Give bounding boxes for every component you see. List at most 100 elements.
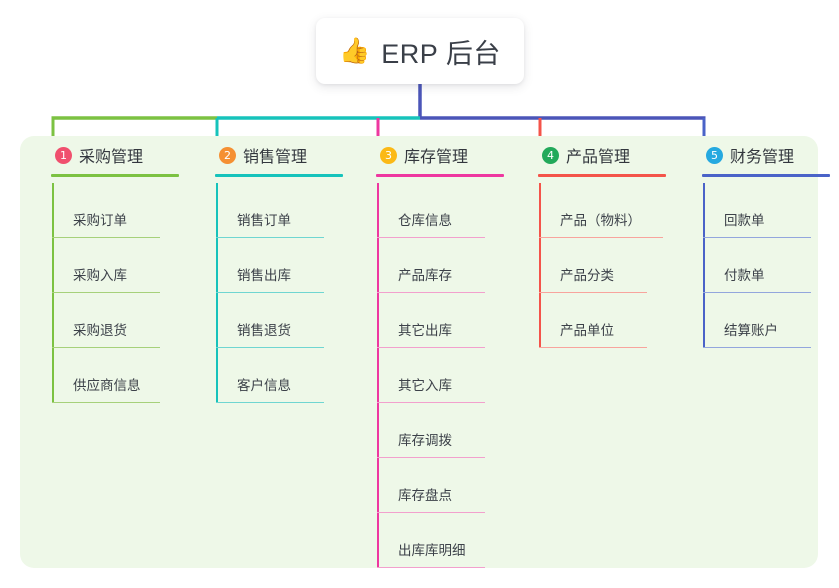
branch-number-badge: 3 bbox=[380, 146, 397, 164]
branch-item[interactable]: 库存盘点 bbox=[363, 458, 528, 513]
branch-number-badge: 4 bbox=[542, 146, 559, 164]
branch-item-underline bbox=[377, 401, 485, 403]
branch-item[interactable]: 其它入库 bbox=[363, 348, 528, 403]
branch-item-label: 库存盘点 bbox=[398, 488, 452, 503]
branch-item-label: 销售出库 bbox=[237, 268, 291, 283]
branch-item-underline bbox=[216, 401, 324, 403]
branch-underline bbox=[376, 174, 504, 177]
branch-item-list: 采购订单采购入库采购退货供应商信息 bbox=[38, 183, 203, 403]
root-node-card[interactable]: 👍 ERP 后台 bbox=[316, 18, 524, 84]
branch-item-underline bbox=[52, 236, 160, 238]
branch-item[interactable]: 供应商信息 bbox=[38, 348, 203, 403]
branch-item-label: 产品库存 bbox=[398, 268, 452, 283]
branch-item-list: 销售订单销售出库销售退货客户信息 bbox=[202, 183, 367, 403]
branch-header-5[interactable]: 5 财务管理 bbox=[689, 136, 839, 174]
branch-item-underline bbox=[216, 236, 324, 238]
branch-column-3: 3 库存管理仓库信息产品库存其它出库其它入库库存调拨库存盘点出库库明细 bbox=[363, 136, 528, 568]
branch-item[interactable]: 回款单 bbox=[689, 183, 839, 238]
branch-item-label: 产品分类 bbox=[560, 268, 614, 283]
branch-spine bbox=[539, 183, 541, 348]
branch-item-underline bbox=[703, 346, 811, 348]
branch-item-label: 供应商信息 bbox=[73, 378, 141, 393]
branch-item-underline bbox=[52, 291, 160, 293]
branch-item-list: 回款单付款单结算账户 bbox=[689, 183, 839, 348]
branch-item-label: 库存调拨 bbox=[398, 433, 452, 448]
branch-header-1[interactable]: 1 采购管理 bbox=[38, 136, 203, 174]
diagram-panel bbox=[20, 136, 818, 568]
branch-underline bbox=[51, 174, 179, 177]
branch-item[interactable]: 采购入库 bbox=[38, 238, 203, 293]
branch-spine bbox=[52, 183, 54, 403]
branch-item-underline bbox=[377, 566, 485, 568]
branch-item-label: 采购退货 bbox=[73, 323, 127, 338]
branch-item-label: 采购入库 bbox=[73, 268, 127, 283]
branch-item-label: 其它入库 bbox=[398, 378, 452, 393]
branch-item-underline bbox=[539, 346, 647, 348]
branch-item-underline bbox=[703, 291, 811, 293]
branch-header-2[interactable]: 2 销售管理 bbox=[202, 136, 367, 174]
branch-item-list: 产品（物料） 产品分类产品单位 bbox=[525, 183, 690, 348]
branch-item-underline bbox=[377, 511, 485, 513]
branch-spine bbox=[377, 183, 379, 568]
branch-item-underline bbox=[52, 401, 160, 403]
branch-header-4[interactable]: 4 产品管理 bbox=[525, 136, 690, 174]
thumbs-up-icon: 👍 bbox=[339, 36, 371, 65]
branch-item-underline bbox=[377, 236, 485, 238]
branch-item[interactable]: 仓库信息 bbox=[363, 183, 528, 238]
branch-item-label: 回款单 bbox=[724, 213, 765, 228]
branch-title: 销售管理 bbox=[243, 149, 308, 166]
branch-underline bbox=[702, 174, 830, 177]
branch-item-label: 销售退货 bbox=[237, 323, 291, 338]
branch-item-label: 出库库明细 bbox=[398, 543, 466, 558]
branch-column-4: 4 产品管理产品（物料） 产品分类产品单位 bbox=[525, 136, 690, 348]
branch-item[interactable]: 采购订单 bbox=[38, 183, 203, 238]
branch-header-3[interactable]: 3 库存管理 bbox=[363, 136, 528, 174]
branch-item[interactable]: 结算账户 bbox=[689, 293, 839, 348]
branch-item[interactable]: 出库库明细 bbox=[363, 513, 528, 568]
branch-item-label: 销售订单 bbox=[237, 213, 291, 228]
branch-item[interactable]: 产品（物料） bbox=[525, 183, 690, 238]
branch-item[interactable]: 产品单位 bbox=[525, 293, 690, 348]
branch-item-label: 产品（物料） bbox=[560, 213, 641, 228]
branch-item[interactable]: 库存调拨 bbox=[363, 403, 528, 458]
branch-item-label: 采购订单 bbox=[73, 213, 127, 228]
branch-column-1: 1 采购管理采购订单采购入库采购退货供应商信息 bbox=[38, 136, 203, 403]
branch-item[interactable]: 销售订单 bbox=[202, 183, 367, 238]
branch-item[interactable]: 销售出库 bbox=[202, 238, 367, 293]
branch-title: 采购管理 bbox=[79, 149, 144, 166]
branch-column-2: 2 销售管理销售订单销售出库销售退货客户信息 bbox=[202, 136, 367, 403]
branch-item[interactable]: 采购退货 bbox=[38, 293, 203, 348]
branch-column-5: 5 财务管理回款单付款单结算账户 bbox=[689, 136, 839, 348]
branch-underline bbox=[538, 174, 666, 177]
branch-number-badge: 2 bbox=[219, 146, 236, 164]
branch-item[interactable]: 产品库存 bbox=[363, 238, 528, 293]
branch-title: 库存管理 bbox=[404, 149, 469, 166]
branch-item-underline bbox=[216, 346, 324, 348]
branch-item-underline bbox=[52, 346, 160, 348]
branch-item[interactable]: 其它出库 bbox=[363, 293, 528, 348]
branch-item-underline bbox=[377, 456, 485, 458]
branch-item-label: 产品单位 bbox=[560, 323, 614, 338]
branch-spine bbox=[703, 183, 705, 348]
branch-title: 产品管理 bbox=[566, 149, 631, 166]
branch-spine bbox=[216, 183, 218, 403]
branch-number-badge: 5 bbox=[706, 146, 723, 164]
branch-columns: 1 采购管理采购订单采购入库采购退货供应商信息 2 销售管理销售订单销售出库销售退货客… bbox=[20, 136, 830, 568]
branch-title: 财务管理 bbox=[730, 149, 795, 166]
branch-item-label: 结算账户 bbox=[724, 323, 778, 338]
branch-item-underline bbox=[539, 236, 663, 238]
branch-item-underline bbox=[703, 236, 811, 238]
branch-item[interactable]: 付款单 bbox=[689, 238, 839, 293]
branch-item[interactable]: 产品分类 bbox=[525, 238, 690, 293]
branch-item-label: 其它出库 bbox=[398, 323, 452, 338]
branch-number-badge: 1 bbox=[55, 146, 72, 164]
branch-item-underline bbox=[539, 291, 647, 293]
branch-item-underline bbox=[216, 291, 324, 293]
branch-item-underline bbox=[377, 346, 485, 348]
branch-item[interactable]: 客户信息 bbox=[202, 348, 367, 403]
branch-underline bbox=[215, 174, 343, 177]
branch-item-underline bbox=[377, 291, 485, 293]
branch-item-label: 仓库信息 bbox=[398, 213, 452, 228]
branch-item[interactable]: 销售退货 bbox=[202, 293, 367, 348]
